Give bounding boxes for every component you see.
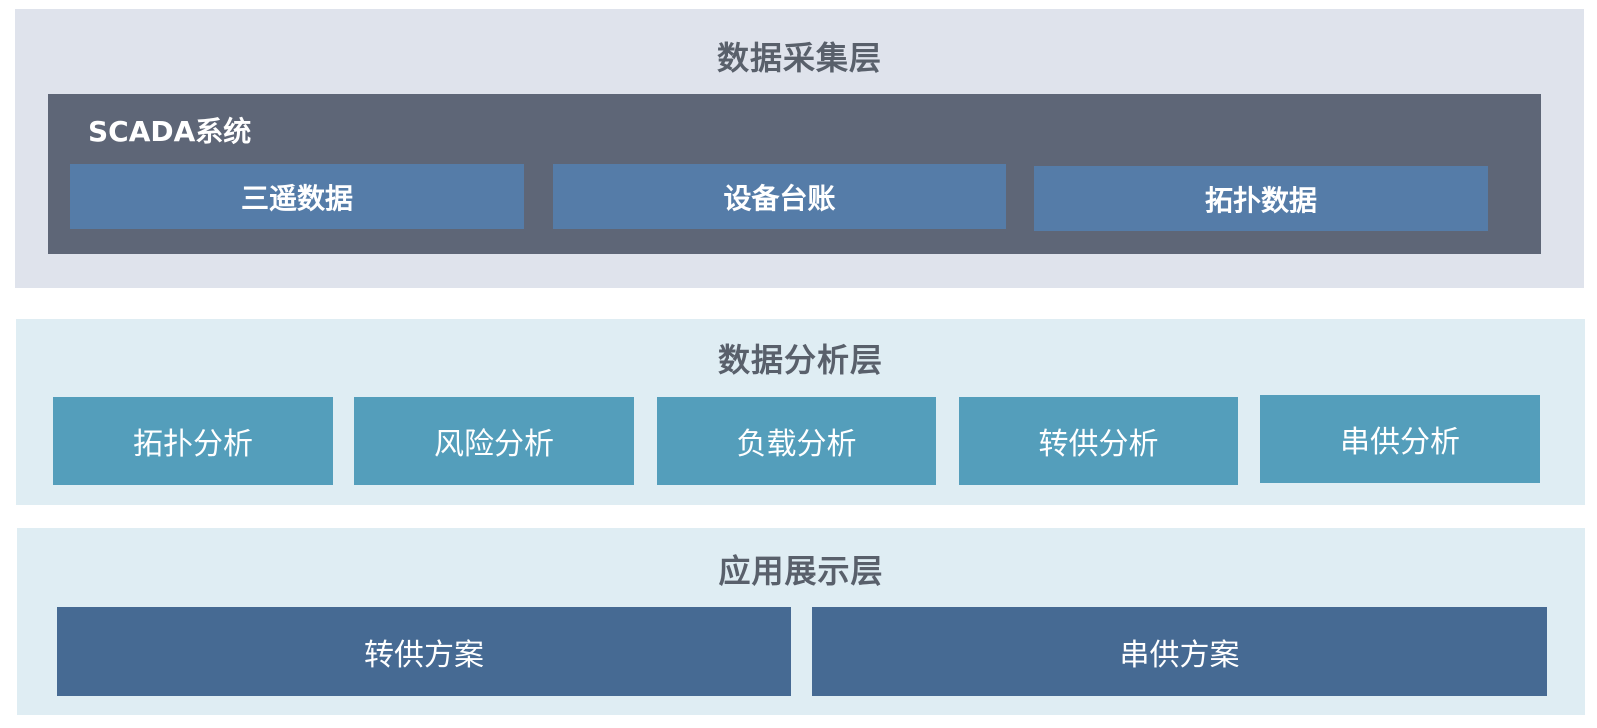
display-item-transfer-plan: 转供方案 (57, 607, 791, 696)
application-display-layer-title: 应用展示层 (718, 552, 884, 590)
analysis-item-topology: 拓扑分析 (53, 397, 333, 485)
scada-item-equipment-ledger: 设备台账 (553, 164, 1006, 229)
data-collection-layer: 数据采集层 SCADA系统 三遥数据 设备台账 拓扑数据 (15, 9, 1584, 288)
data-collection-layer-title: 数据采集层 (716, 39, 882, 77)
scada-item-topology-data: 拓扑数据 (1034, 166, 1488, 231)
application-display-layer: 应用展示层 转供方案 串供方案 (17, 528, 1585, 715)
analysis-item-series-supply: 串供分析 (1260, 395, 1540, 483)
display-item-series-supply-plan: 串供方案 (812, 607, 1547, 696)
analysis-item-transfer-supply: 转供分析 (959, 397, 1238, 485)
data-analysis-layer: 数据分析层 拓扑分析 风险分析 负载分析 转供分析 串供分析 (16, 319, 1585, 505)
analysis-item-load: 负载分析 (657, 397, 936, 485)
analysis-item-risk: 风险分析 (354, 397, 634, 485)
data-analysis-layer-title: 数据分析层 (717, 341, 883, 379)
scada-system-panel: SCADA系统 三遥数据 设备台账 拓扑数据 (48, 94, 1541, 254)
scada-item-telemetry: 三遥数据 (70, 164, 524, 229)
scada-system-title: SCADA系统 (88, 115, 252, 148)
